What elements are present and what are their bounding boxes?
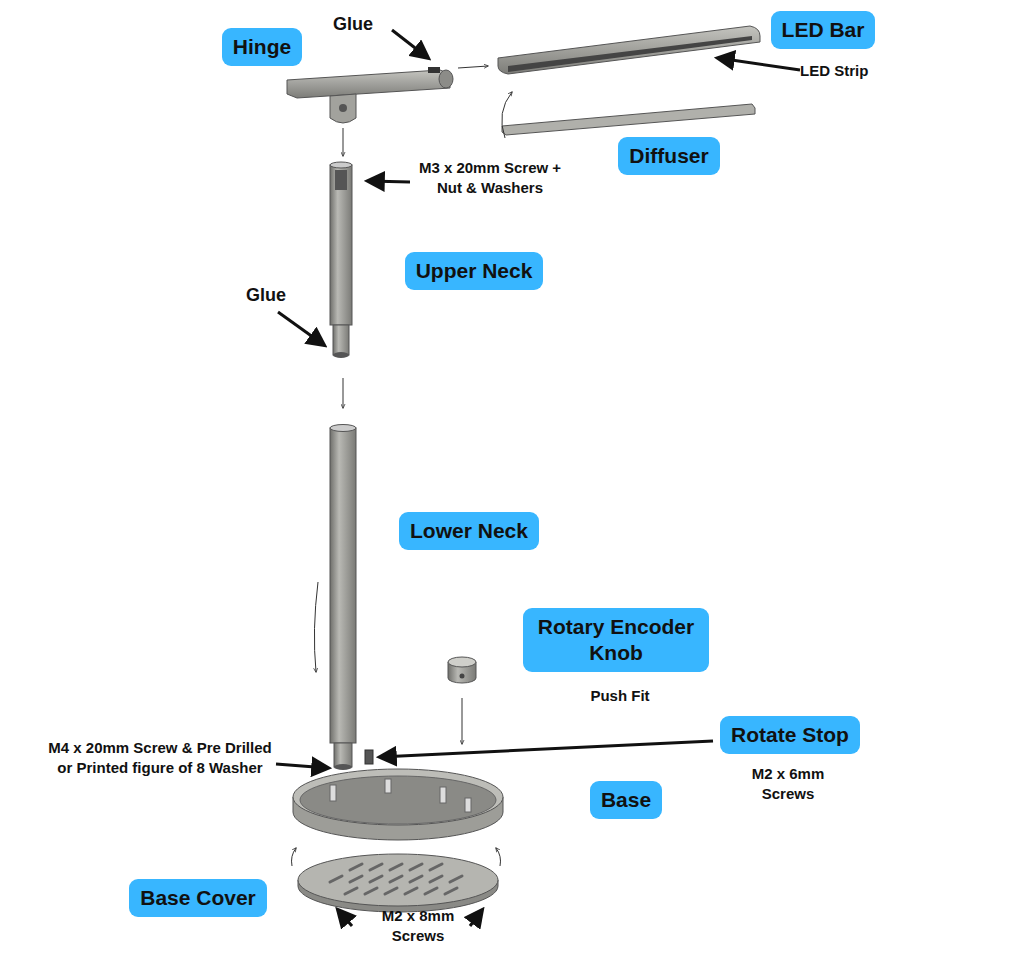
led-bar-part [498,26,760,74]
annotation-label: LED Strip [800,61,890,81]
part-name: Rotary Encoder Knob [534,614,698,667]
rotate-stop-part [365,750,373,764]
leader-arrow [276,30,800,926]
lower-neck-part [330,425,356,771]
part-name-tag: Rotate Stop [720,716,860,754]
part-name: Upper Neck [416,258,533,284]
annotation-label: M3 x 20mm Screw + Nut & Washers [410,158,570,197]
part-name-tag: LED Bar [771,11,876,49]
hinge-part [287,67,453,123]
part-name: Base [601,787,651,813]
annotation-label: Glue [246,284,306,307]
part-name-tag: Base [590,781,662,819]
part-name-tag: Diffuser [618,137,719,175]
knob-part [448,657,476,683]
part-name-tag: Upper Neck [405,252,544,290]
annotation-label: Push Fit [580,686,660,706]
part-name: Rotate Stop [731,722,849,748]
part-name: Base Cover [140,885,256,911]
part-name-tag: Base Cover [129,879,267,917]
part-name: LED Bar [782,17,865,43]
part-name: Diffuser [629,143,708,169]
diffuser-part [502,104,755,135]
base-part [293,769,503,840]
base-cover-part [298,854,498,912]
part-name-tag: Hinge [222,28,302,66]
part-name: Lower Neck [410,518,528,544]
part-name: Hinge [233,34,291,60]
annotation-label: M2 x 8mm Screws [368,906,468,945]
part-name-tag: Lower Neck [399,512,539,550]
annotation-label: M2 x 6mm Screws [738,764,838,803]
annotation-label: M4 x 20mm Screw & Pre Drilled or Printed… [46,738,274,777]
part-name-tag: Rotary Encoder Knob [523,608,709,673]
annotation-label: Glue [333,13,393,36]
upper-neck-part [330,162,352,358]
